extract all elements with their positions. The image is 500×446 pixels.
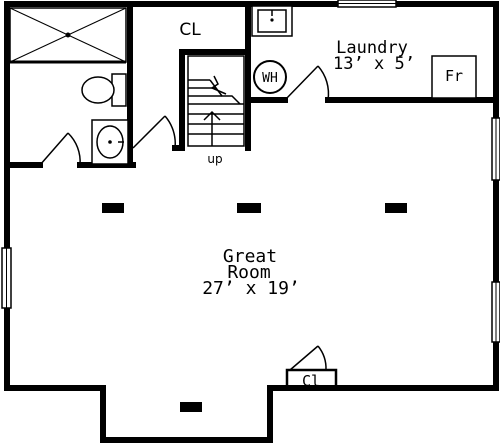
interior-walls xyxy=(4,1,499,388)
stairs xyxy=(187,55,245,147)
shower xyxy=(9,7,127,64)
bathroom-door xyxy=(39,132,81,166)
laundry-label: Laundry xyxy=(336,38,408,58)
great-room-label-1: Great xyxy=(223,246,277,267)
closet-top-label: CL xyxy=(179,20,201,40)
fridge-label: Fr xyxy=(445,67,463,85)
closet-bottom-label: Cl xyxy=(302,372,320,390)
laundry-sink xyxy=(251,5,293,37)
left-window xyxy=(1,247,12,309)
right-window-upper xyxy=(491,117,500,181)
closet-door xyxy=(132,115,176,149)
fridge xyxy=(431,55,477,99)
great-room-label-2: Room xyxy=(227,262,270,283)
laundry-size-label: 13’ x 5’ xyxy=(333,54,415,74)
top-window xyxy=(337,0,397,8)
right-window-lower xyxy=(491,281,500,343)
toilet xyxy=(81,73,127,107)
water-heater xyxy=(253,60,287,94)
bath-sink xyxy=(91,119,129,165)
support-columns xyxy=(102,203,407,412)
great-room-size-label: 27’ x 19’ xyxy=(202,278,300,299)
outer-walls xyxy=(4,1,499,443)
water-heater-label: WH xyxy=(262,71,278,86)
laundry-door xyxy=(284,65,330,101)
bottom-closet-door xyxy=(289,345,327,371)
stairs-up-label: up xyxy=(207,152,222,166)
